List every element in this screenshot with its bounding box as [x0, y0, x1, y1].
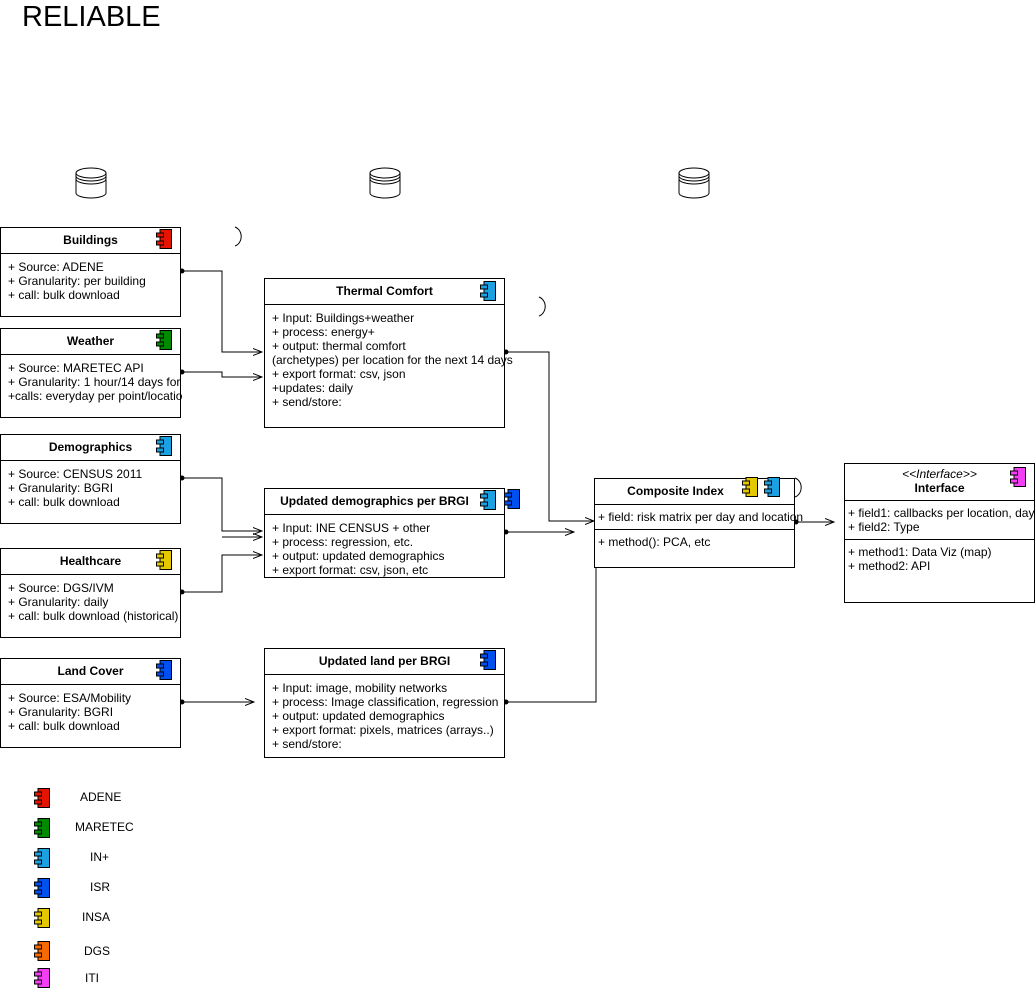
legend-component-icon [34, 908, 50, 928]
component-icon [156, 330, 172, 350]
interface-title: Interface [914, 481, 965, 495]
updated-land-box[interactable]: Updated land per BRGI + Input: image, mo… [264, 648, 505, 758]
demographics-line: + call: bulk download [8, 495, 120, 509]
weather-line: + Source: MARETEC API [8, 361, 144, 375]
land-cover-line: + Source: ESA/Mobility [8, 691, 132, 705]
interface-field: + field2: Type [848, 520, 920, 534]
legend-label-maretec: MARETEC [75, 820, 134, 834]
weather-line: + Granularity: 1 hour/14 days for [8, 375, 181, 389]
legend-label-insa: INSA [82, 910, 111, 924]
buildings-title: Buildings [63, 233, 118, 247]
database-icon [678, 167, 710, 199]
component-icon [504, 489, 520, 509]
component-icon [480, 650, 496, 670]
demographics-process-line: + Input: INE CENSUS + other [272, 521, 431, 535]
land-cover-title: Land Cover [57, 664, 124, 678]
component-icon [480, 281, 496, 301]
healthcare-source-box[interactable]: Healthcare + Source: DGS/IVM + Granulari… [0, 548, 181, 638]
legend-label-dgs: DGS [84, 944, 111, 958]
buildings-line: + call: bulk download [8, 288, 120, 302]
composite-index-box[interactable]: Composite Index + field: risk matrix per… [594, 478, 804, 568]
thermal-comfort-box[interactable]: Thermal Comfort + Input: Buildings+weath… [264, 278, 513, 428]
legend-label-adene: ADENE [80, 790, 122, 804]
buildings-line: + Source: ADENE [8, 260, 104, 274]
legend-label-iti: ITI [85, 971, 99, 985]
weather-source-box[interactable]: Weather + Source: MARETEC API + Granular… [0, 328, 183, 418]
land-cover-line: + Granularity: BGRI [8, 705, 114, 719]
thermal-line: + output: thermal comfort [272, 339, 406, 353]
component-icon [156, 229, 172, 249]
healthcare-line: + call: bulk download (historical) [8, 609, 179, 623]
land-cover-line: + call: bulk download [8, 719, 120, 733]
legend-component-icon [34, 941, 50, 961]
thermal-line: + export format: csv, json [272, 367, 406, 381]
weather-title: Weather [66, 334, 115, 348]
buildings-line: + Granularity: per building [8, 274, 146, 288]
interface-box[interactable]: <<Interface>> Interface + field1: callba… [844, 463, 1035, 603]
thermal-line: + Input: Buildings+weather [272, 311, 415, 325]
legend-component-icon [34, 818, 50, 838]
land-cover-source-box[interactable]: Land Cover + Source: ESA/Mobility + Gran… [0, 658, 181, 748]
buildings-source-box[interactable]: Buildings + Source: ADENE + Granularity:… [0, 227, 181, 317]
interface-stereotype: <<Interface>> [902, 467, 977, 481]
component-icon [156, 436, 172, 456]
component-icon [1010, 467, 1026, 487]
thermal-line: + process: energy+ [272, 325, 375, 339]
legend-component-icon [34, 788, 50, 808]
healthcare-line: + Source: DGS/IVM [8, 581, 114, 595]
demographics-process-line: + process: regression, etc. [272, 535, 414, 549]
demographics-line: + Granularity: BGRI [8, 481, 114, 495]
updated-land-title: Updated land per BRGI [318, 654, 451, 668]
required-interface-icon [234, 226, 242, 247]
land-process-line: + output: updated demographics [272, 709, 445, 723]
thermal-comfort-title: Thermal Comfort [336, 284, 433, 298]
component-icon [480, 490, 496, 510]
land-process-line: + export format: pixels, matrices (array… [272, 723, 494, 737]
land-process-line: + process: Image classification, regress… [272, 695, 499, 709]
weather-line: +calls: everyday per point/locatio [8, 389, 183, 403]
required-interface-icon [794, 477, 802, 498]
healthcare-title: Healthcare [59, 554, 122, 568]
database-icon [75, 167, 107, 199]
legend-component-icon [34, 968, 50, 988]
demographics-title: Demographics [48, 440, 133, 454]
component-icon [156, 660, 172, 680]
demographics-source-box[interactable]: Demographics + Source: CENSUS 2011 + Gra… [0, 434, 181, 524]
diagram-title: RELIABLE [22, 1, 161, 33]
land-process-line: + send/store: [272, 737, 342, 751]
composite-method: + method(): PCA, etc [598, 535, 711, 549]
land-process-line: + Input: image, mobility networks [272, 681, 448, 695]
interface-method: + method2: API [848, 559, 931, 573]
interface-method: + method1: Data Viz (map) [848, 545, 992, 559]
demographics-process-line: + export format: csv, json, etc [272, 563, 429, 577]
thermal-line: (archetypes) per location for the next 1… [272, 353, 513, 367]
legend-component-icon [34, 878, 50, 898]
composite-index-title: Composite Index [627, 484, 724, 498]
interface-field: + field1: callbacks per location, day [848, 506, 1035, 520]
legend-label-in-plus: IN+ [90, 850, 110, 864]
demographics-process-line: + output: updated demographics [272, 549, 445, 563]
thermal-line: +updates: daily [272, 381, 354, 395]
legend-component-icon [34, 848, 50, 868]
component-icon [742, 477, 758, 497]
composite-field: + field: risk matrix per day and locatio… [598, 510, 804, 524]
database-icon [369, 167, 401, 199]
updated-demographics-box[interactable]: Updated demographics per BRGI + Input: I… [264, 488, 505, 578]
thermal-line: + send/store: [272, 395, 342, 409]
required-interface-icon [538, 296, 546, 317]
legend-label-isr: ISR [90, 880, 111, 894]
demographics-line: + Source: CENSUS 2011 [8, 467, 143, 481]
healthcare-line: + Granularity: daily [8, 595, 109, 609]
updated-demographics-title: Updated demographics per BRGI [280, 494, 469, 508]
component-icon [156, 550, 172, 570]
component-icon [764, 477, 780, 497]
